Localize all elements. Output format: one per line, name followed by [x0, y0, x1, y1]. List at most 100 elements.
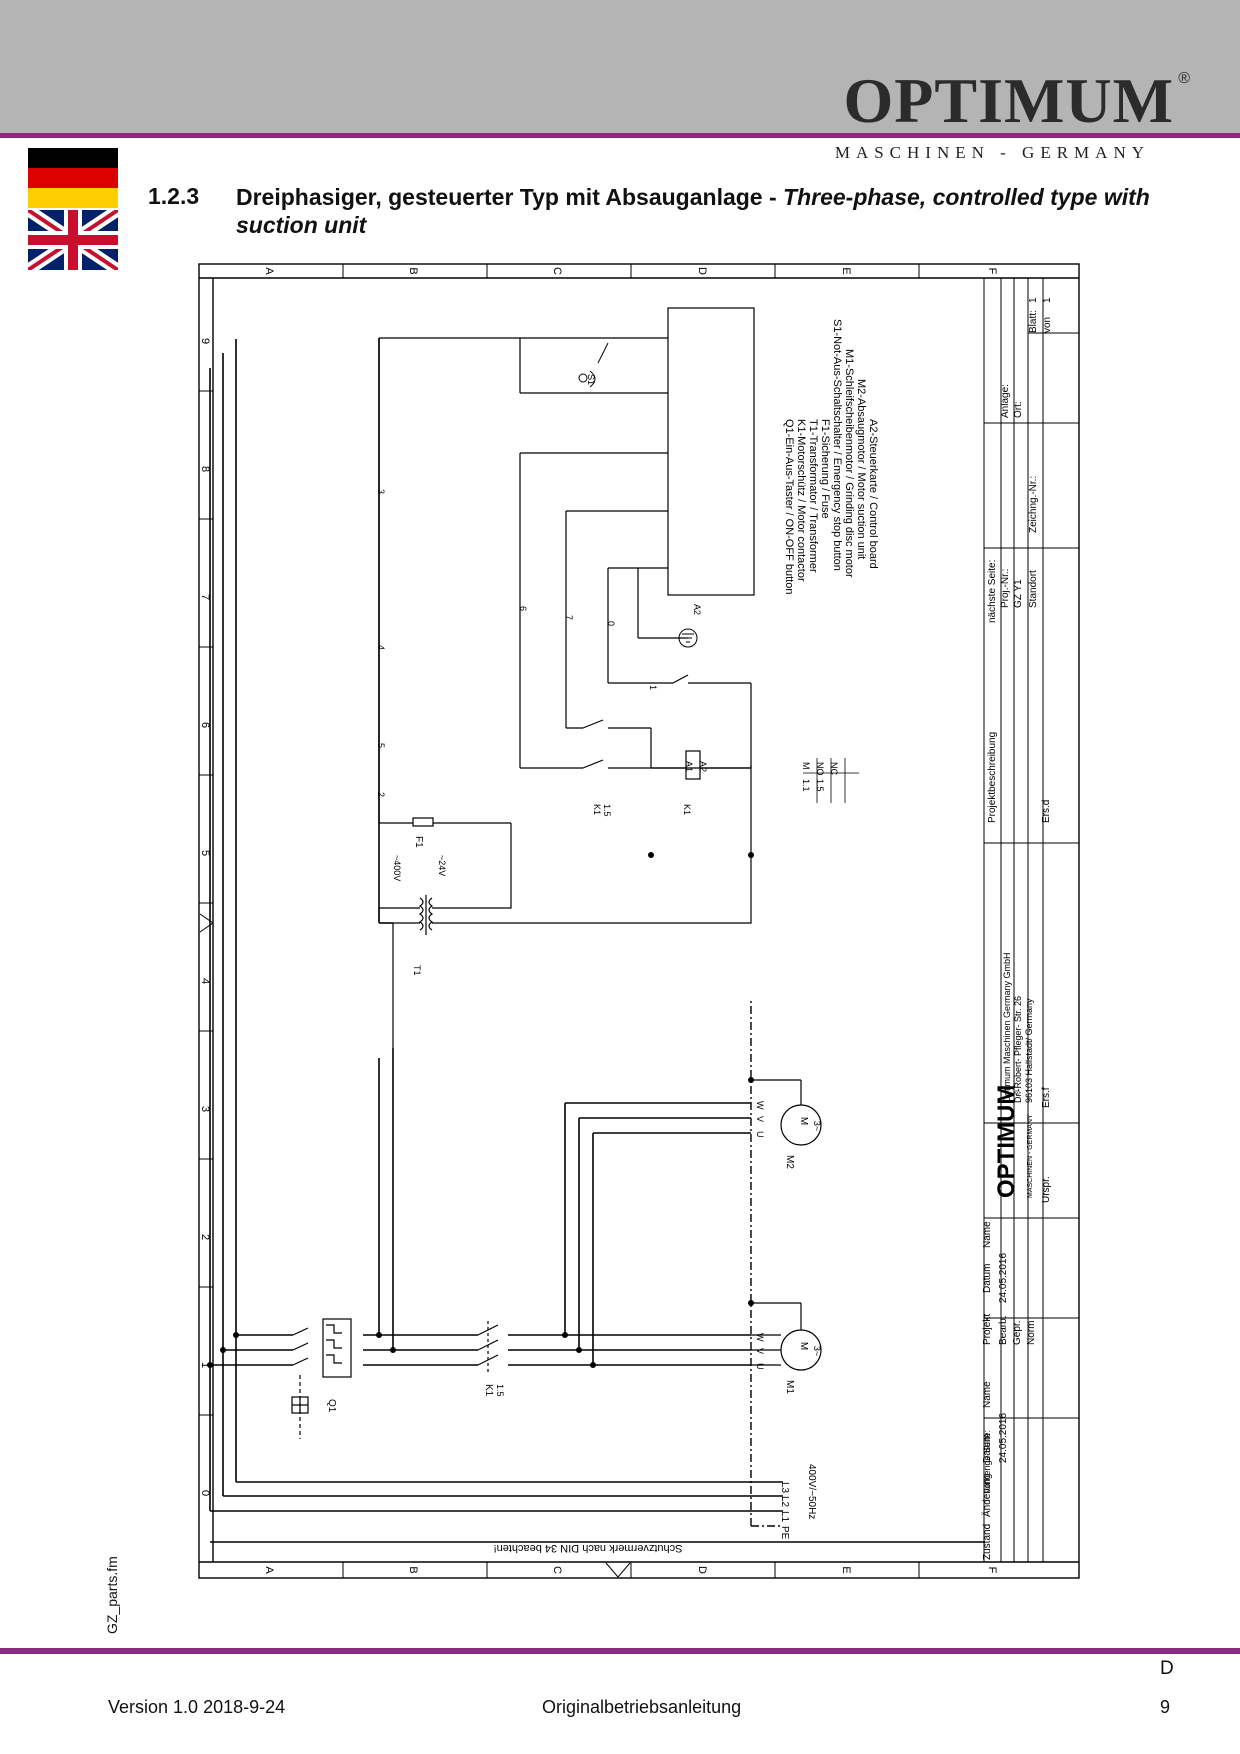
din-note: Schutzvermerk nach DIN 34 beachten!	[494, 1542, 683, 1554]
tb-ersd: Ers.d	[1041, 800, 1052, 823]
row-label-6: 6	[199, 722, 211, 728]
col-label-b: B	[407, 267, 419, 274]
supply-l3: L3	[779, 1482, 790, 1494]
tb-company1: Optimum Maschinen Germany GmbH	[1002, 952, 1012, 1103]
center-mark-left	[199, 913, 214, 933]
wire-5: 5	[376, 743, 386, 748]
col-label-d-bottom: D	[696, 1566, 708, 1574]
tb-company3: 96103 Hallstadt/ Germany	[1024, 998, 1034, 1103]
tb-datum2: Datum	[982, 1264, 993, 1293]
legend-m2: M2-Absaugmotor / Motor suction unit	[855, 379, 867, 559]
brand-registered-mark: ®	[1178, 70, 1190, 87]
row-label-8: 8	[199, 466, 211, 472]
label-f1: F1	[413, 836, 424, 848]
row-label-0: 0	[199, 1490, 211, 1496]
contact-header-no: NO	[815, 762, 825, 776]
transformer-t1	[378, 765, 752, 1048]
tb-gepr: Gepr.	[1012, 1321, 1023, 1345]
k1-main-contacts	[477, 1321, 499, 1375]
tb-bearb: Bearb.	[998, 1316, 1009, 1345]
row-label-4: 4	[199, 978, 211, 984]
section-title-de: Dreiphasiger, gesteuerter Typ mit Absaug…	[236, 184, 784, 210]
col-label-f-bottom: F	[986, 1567, 998, 1574]
m1-symbol: M	[798, 1342, 809, 1350]
tb-datum: Datum	[982, 1434, 993, 1463]
tb-anlage: Anlage:	[1000, 384, 1011, 418]
m1-terminal-v: V	[755, 1348, 765, 1354]
tb-urspr: Urspr.	[1041, 1176, 1052, 1203]
legend-t1: T1-Transformator / Transformer	[807, 419, 819, 573]
col-label-e-bottom: E	[840, 1566, 852, 1573]
wire-0: 0	[606, 621, 616, 626]
header-divider	[0, 133, 1240, 138]
m2-terminal-u: U	[755, 1131, 765, 1138]
col-label-c-bottom: C	[551, 1566, 563, 1574]
section-number: 1.2.3	[148, 183, 200, 209]
uk-flag-icon	[28, 210, 118, 270]
tb-logo-tag: MASCHINEN - GERMANY	[1027, 1114, 1034, 1198]
m1-symbol-sub: 3~	[812, 1346, 822, 1356]
k1-coil	[685, 750, 701, 780]
m2-symbol-sub: 3~	[812, 1121, 822, 1131]
legend-q1: Q1-Ein-Aus-Taster / ON-OFF button	[783, 419, 795, 594]
legend-m1: M1-Schleifscheibenmotor / Grinding disc …	[843, 349, 855, 578]
label-m1: M1	[784, 1380, 795, 1394]
contact-header-nc: NC	[829, 762, 839, 775]
label-m2: M2	[784, 1155, 795, 1169]
tb-name2: Name	[982, 1221, 993, 1248]
label-coil-a2: A2	[698, 761, 708, 772]
col-label-b-bottom: B	[407, 1566, 419, 1573]
label-t1: T1	[412, 965, 422, 976]
header-band	[0, 0, 1240, 133]
row-label-1: 1	[199, 1362, 211, 1368]
supply-voltage: 400V/~50Hz	[806, 1464, 817, 1519]
legend-a2: A2-Steuerkarte / Control board	[867, 419, 879, 569]
wire-6: 6	[518, 606, 528, 611]
label-k1-main-sub: 1.5	[495, 1384, 505, 1397]
legend-k1: K1-Motorschütz / Motor contactor	[795, 419, 807, 582]
wire-1: 1	[648, 685, 658, 690]
document-type: Originalbetriebsanleitung	[542, 1697, 742, 1717]
version-info: Version 1.0 2018-9-24	[108, 1697, 286, 1717]
label-q1: Q1	[326, 1399, 337, 1413]
tb-name: Name	[982, 1381, 993, 1408]
tb-aenderung: Änderung	[981, 1474, 993, 1517]
label-t1-primary: ~400V	[392, 855, 402, 881]
row-label-9: 9	[199, 338, 211, 344]
wiring-diagram: A B C D E F A B C D E F 0 1 2 3 4 5 6 7 …	[198, 263, 1080, 1579]
tb-date2: 24.05.2016	[998, 1253, 1009, 1303]
supply-l2: L2	[779, 1496, 790, 1508]
language-code: D	[1160, 1658, 1174, 1679]
supply-pe: PE	[779, 1526, 790, 1540]
tb-logo: OPTIMUM	[993, 1085, 1020, 1198]
q1-switch	[291, 1318, 352, 1439]
section-title-en: Three-phase, controlled type with suctio…	[236, 184, 1150, 238]
contact-header-m: M	[801, 762, 811, 770]
tb-zeichnr: Zeichng.-Nr.:	[1028, 476, 1039, 533]
tb-vorherige: vorherige Seite:	[982, 1430, 992, 1493]
tb-projektbeschreibung: Projektbeschreibung	[987, 732, 998, 823]
label-t1-secondary: ~24V	[437, 855, 447, 876]
page-number: 9	[1160, 1697, 1171, 1717]
label-k1-aux-sub: 1.5	[602, 804, 612, 817]
legend-f1: F1-Sicherung / Fuse	[819, 419, 831, 519]
ground-icon	[678, 628, 698, 648]
fuse-f1	[379, 817, 511, 827]
control-wiring	[378, 307, 755, 823]
m2-symbol: M	[798, 1117, 809, 1125]
emergency-stop-icon	[578, 342, 609, 388]
sheet-border	[198, 263, 1080, 1579]
component-legend: Q1-Ein-Aus-Taster / ON-OFF button K1-Mot…	[783, 319, 879, 594]
tb-von-value: 1	[1042, 297, 1053, 303]
m1-terminal-u: U	[755, 1363, 765, 1370]
k1-contact-table	[803, 758, 859, 803]
tb-projnr: Proj.-Nr.:	[1000, 569, 1011, 608]
german-flag-icon	[28, 148, 118, 208]
tb-company2: Dr.-Robert- Pfleger- Str. 26	[1013, 996, 1023, 1103]
section-title: Dreiphasiger, gesteuerter Typ mit Absaug…	[236, 183, 1156, 239]
wire-7: 7	[564, 615, 574, 620]
tb-zustand: Zustand	[982, 1524, 993, 1560]
col-label-a-bottom: A	[263, 1566, 275, 1574]
col-label-a: A	[263, 267, 275, 275]
label-k1-coil: K1	[682, 804, 692, 815]
